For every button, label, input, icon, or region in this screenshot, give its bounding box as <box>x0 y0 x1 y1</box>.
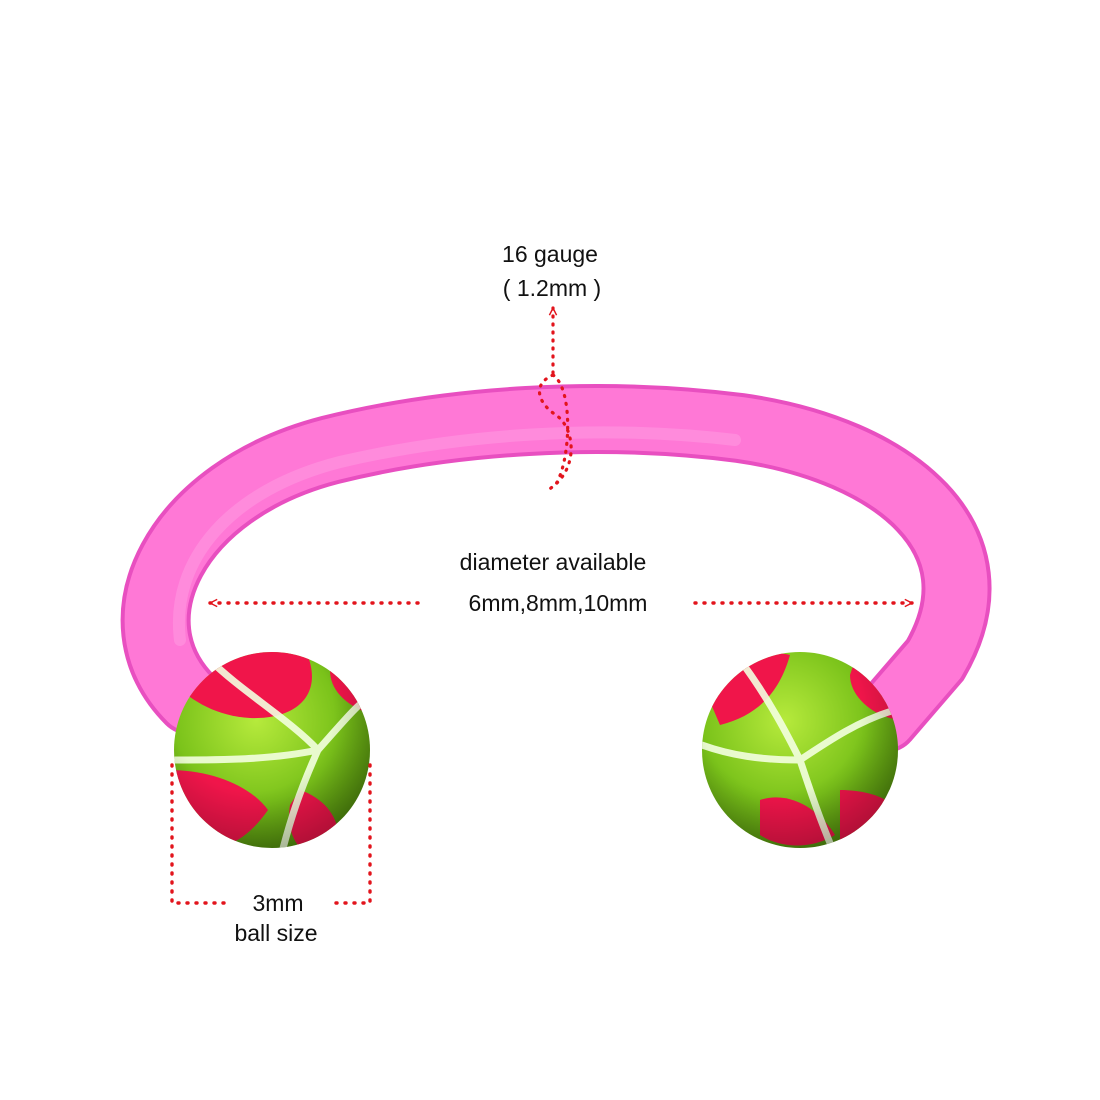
ball-size-label: ball size <box>234 920 318 946</box>
ball-mm-label: 3mm <box>252 890 304 916</box>
ball-size-bracket <box>170 763 372 905</box>
gauge-label: 16 gauge <box>502 241 598 267</box>
diameter-values-label: 6mm,8mm,10mm <box>468 590 648 616</box>
gauge-annotation <box>537 306 573 492</box>
gauge-mm-label: ( 1.2mm ) <box>502 275 602 301</box>
diameter-title-label: diameter available <box>459 549 647 575</box>
ring-body <box>120 384 992 753</box>
right-ball <box>702 652 898 848</box>
